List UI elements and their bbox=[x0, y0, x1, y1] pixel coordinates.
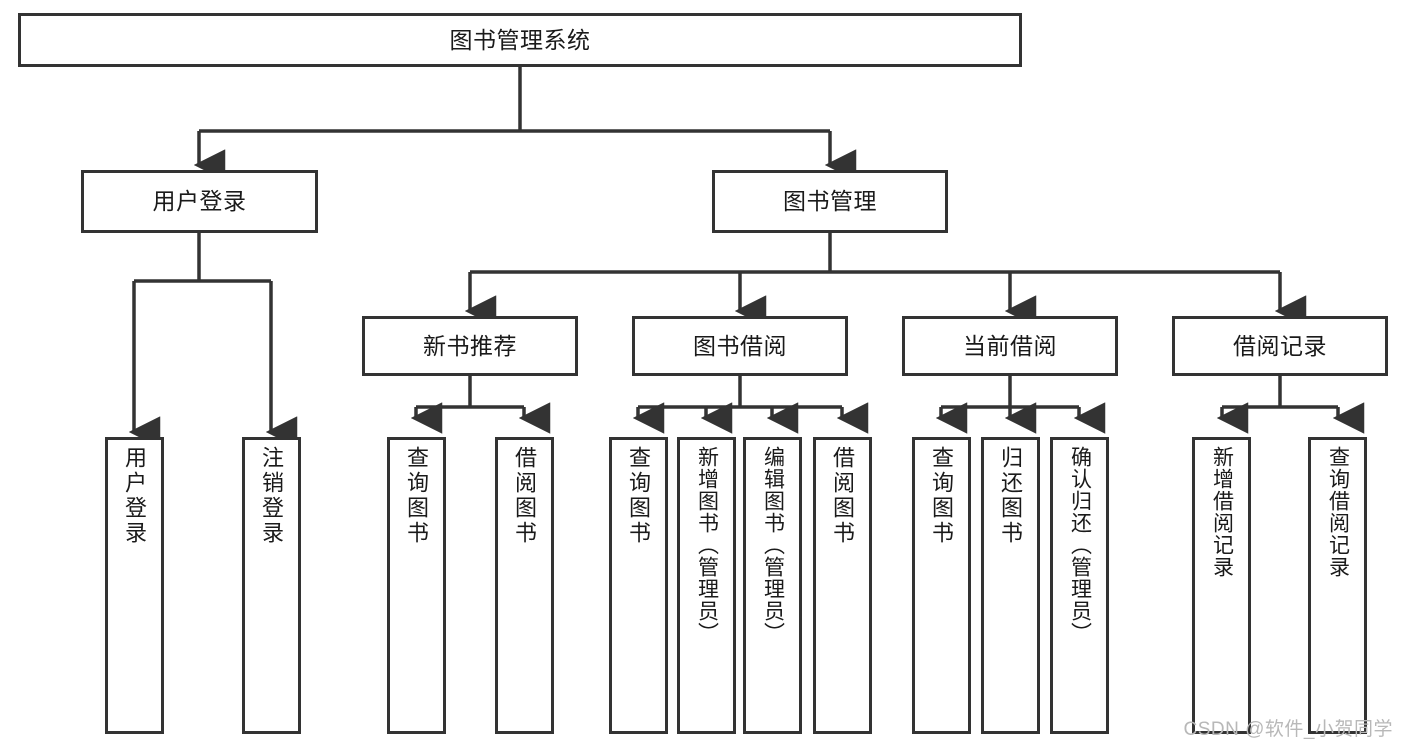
node-new-book-recommend[interactable]: 新书推荐 bbox=[362, 316, 578, 376]
node-label: 归还图书 bbox=[998, 446, 1024, 546]
node-leaf-return-book[interactable]: 归还图书 bbox=[981, 437, 1040, 734]
node-label: 用户登录 bbox=[152, 188, 247, 215]
node-label: 图书管理系统 bbox=[449, 26, 591, 53]
node-label: 查询图书 bbox=[929, 446, 955, 546]
node-leaf-confirm-return-admin[interactable]: 确认归还（管理员） bbox=[1050, 437, 1109, 734]
node-borrow-record[interactable]: 借阅记录 bbox=[1172, 316, 1388, 376]
node-leaf-user-login[interactable]: 用户登录 bbox=[105, 437, 164, 734]
node-label: 图书借阅 bbox=[693, 332, 787, 359]
node-user-login[interactable]: 用户登录 bbox=[81, 170, 318, 233]
node-book-borrow[interactable]: 图书借阅 bbox=[632, 316, 848, 376]
node-label: 图书管理 bbox=[783, 188, 877, 215]
node-leaf-query-book-recommend[interactable]: 查询图书 bbox=[387, 437, 446, 734]
node-label: 确认归还（管理员） bbox=[1068, 446, 1092, 644]
node-leaf-query-book-borrow[interactable]: 查询图书 bbox=[609, 437, 668, 734]
node-root-book-management-system[interactable]: 图书管理系统 bbox=[18, 13, 1022, 67]
node-leaf-edit-book-admin[interactable]: 编辑图书（管理员） bbox=[743, 437, 802, 734]
node-leaf-query-book-current[interactable]: 查询图书 bbox=[912, 437, 971, 734]
node-label: 当前借阅 bbox=[963, 332, 1057, 359]
node-leaf-query-borrow-record[interactable]: 查询借阅记录 bbox=[1308, 437, 1367, 734]
node-label: 查询图书 bbox=[404, 446, 430, 546]
node-label: 借阅记录 bbox=[1233, 332, 1327, 359]
node-label: 新书推荐 bbox=[423, 332, 517, 359]
node-label: 借阅图书 bbox=[512, 446, 538, 546]
node-label: 新增借阅记录 bbox=[1210, 446, 1234, 578]
node-current-borrow[interactable]: 当前借阅 bbox=[902, 316, 1118, 376]
node-label: 借阅图书 bbox=[830, 446, 856, 546]
watermark: CSDN @软件_小贺同学 bbox=[1183, 719, 1393, 740]
node-leaf-add-book-admin[interactable]: 新增图书（管理员） bbox=[677, 437, 736, 734]
node-label: 注销登录 bbox=[259, 446, 285, 546]
node-book-management[interactable]: 图书管理 bbox=[712, 170, 948, 233]
node-label: 查询借阅记录 bbox=[1326, 446, 1350, 578]
node-leaf-add-borrow-record[interactable]: 新增借阅记录 bbox=[1192, 437, 1251, 734]
node-leaf-logout[interactable]: 注销登录 bbox=[242, 437, 301, 734]
node-label: 编辑图书（管理员） bbox=[761, 446, 785, 644]
node-label: 查询图书 bbox=[626, 446, 652, 546]
node-leaf-borrow-book-recommend[interactable]: 借阅图书 bbox=[495, 437, 554, 734]
node-leaf-borrow-book[interactable]: 借阅图书 bbox=[813, 437, 872, 734]
node-label: 新增图书（管理员） bbox=[695, 446, 719, 644]
node-label: 用户登录 bbox=[122, 446, 148, 546]
